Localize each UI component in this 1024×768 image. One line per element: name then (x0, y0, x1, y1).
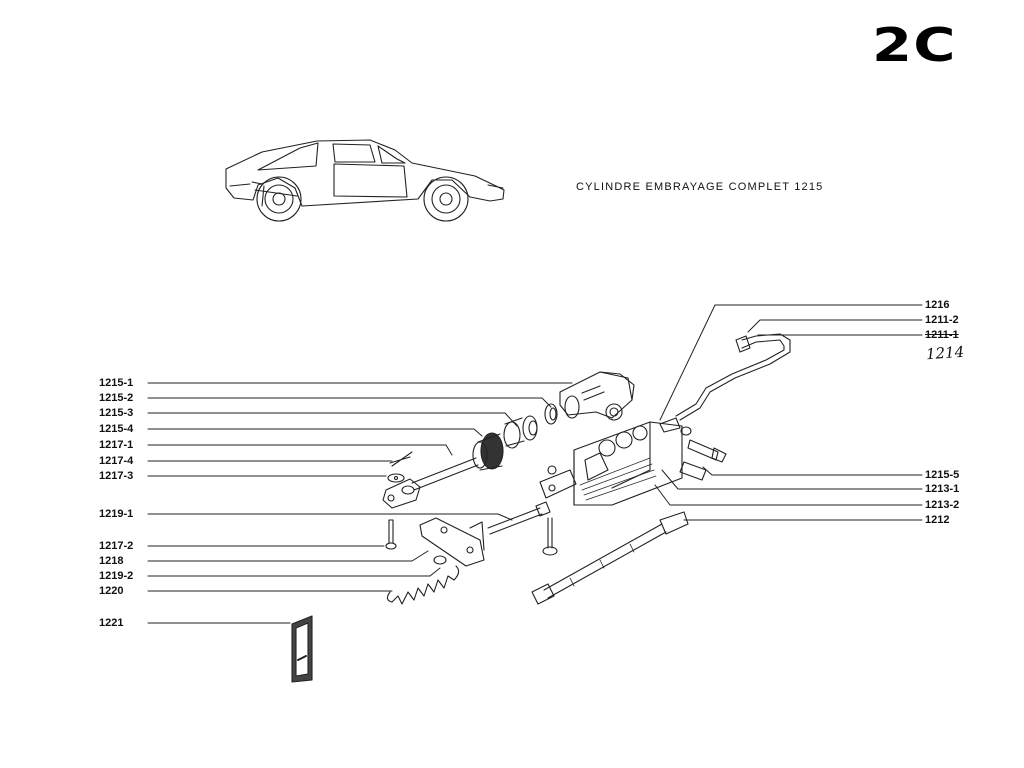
diagram-title: CYLINDRE EMBRAYAGE COMPLET 1215 (576, 181, 824, 193)
label-1218: 1218 (99, 555, 124, 567)
pedal-pad (291, 615, 313, 683)
handwritten-correction: 1214 (925, 342, 965, 364)
flexible-hose (531, 511, 689, 605)
label-1221: 1221 (99, 617, 124, 629)
label-1219-1: 1219-1 (99, 508, 134, 520)
label-1217-3: 1217-3 (99, 470, 134, 482)
dust-boot (472, 432, 504, 471)
label-1217-1: 1217-1 (99, 439, 134, 451)
push-rod (382, 451, 479, 509)
cylinder-body (559, 371, 635, 421)
car-illustration (225, 139, 505, 222)
label-1215-4: 1215-4 (99, 423, 134, 435)
mounting-bracket (539, 421, 683, 506)
label-1219-2: 1219-2 (99, 570, 134, 582)
hydraulic-pipe (675, 333, 791, 421)
pin (385, 519, 397, 550)
seal-rings (503, 403, 558, 449)
section-code: 2C (872, 18, 957, 72)
label-1220: 1220 (99, 585, 124, 597)
left-leader-lines (147, 382, 573, 624)
label-1213-2: 1213-2 (925, 499, 960, 511)
bolts (659, 417, 727, 481)
label-1217-4: 1217-4 (99, 455, 134, 467)
label-1217-2: 1217-2 (99, 540, 134, 552)
label-1215-1: 1215-1 (99, 377, 134, 389)
right-leader-lines (654, 304, 923, 521)
label-1211-2: 1211-2 (925, 314, 959, 326)
return-spring (386, 555, 460, 605)
label-1212: 1212 (925, 514, 950, 526)
label-1215-5: 1215-5 (925, 469, 960, 481)
label-1211-1-struck: 1211-1 (925, 329, 959, 341)
label-1213-1: 1213-1 (925, 483, 960, 495)
label-1216: 1216 (925, 299, 950, 311)
pivot-bracket (419, 501, 558, 567)
label-1215-3: 1215-3 (99, 407, 134, 419)
label-1215-2: 1215-2 (99, 392, 134, 404)
